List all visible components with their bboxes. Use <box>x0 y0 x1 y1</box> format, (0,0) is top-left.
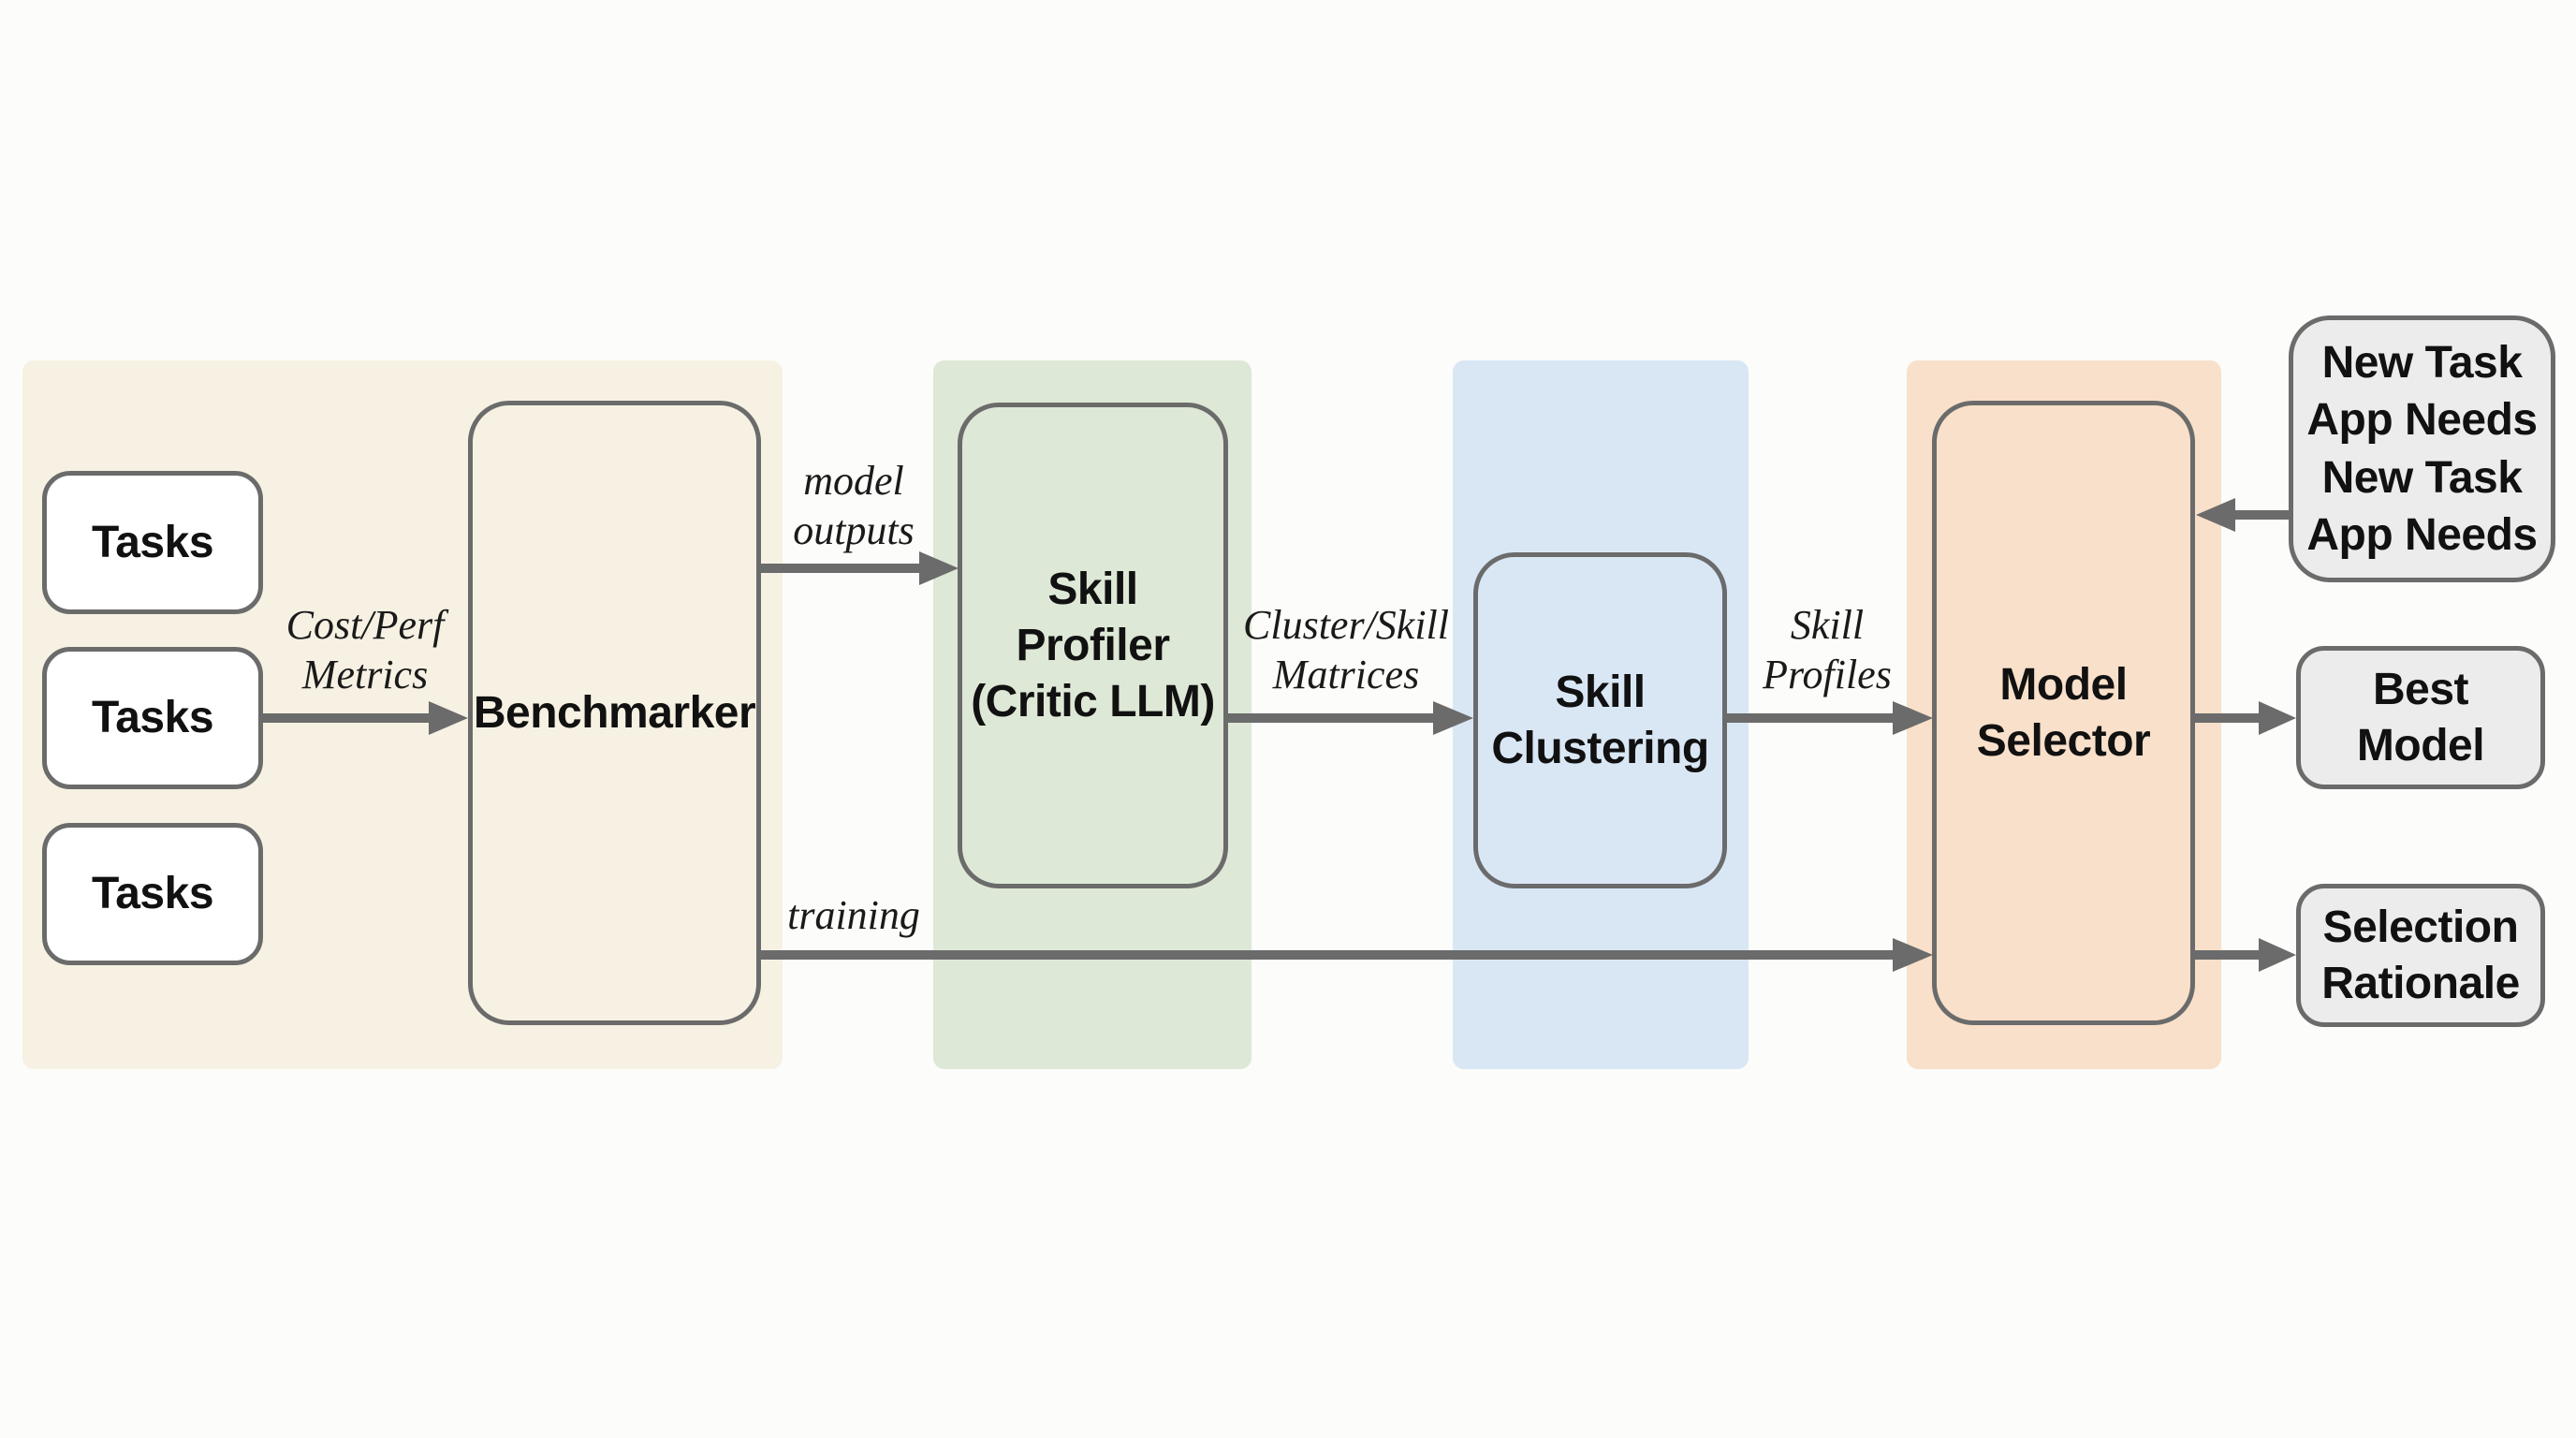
edge-label-model-outputs: model outputs <box>760 457 947 556</box>
edge-label-line: Matrices <box>1272 651 1420 697</box>
skill-clustering-node: Skill Clustering <box>1473 552 1727 888</box>
new-task-line-4: App Needs <box>2306 509 2538 560</box>
tasks-label: Tasks <box>91 693 214 742</box>
edge-label-line: training <box>787 892 920 938</box>
benchmarker-node: Benchmarker <box>468 401 761 1025</box>
new-task-line-2: App Needs <box>2306 395 2538 446</box>
model-selector-line-2: Selector <box>1976 715 2151 766</box>
edge-cluster-skill <box>1227 701 1473 735</box>
edge-label-line: Metrics <box>301 651 429 697</box>
edge-label-line: Skill <box>1790 602 1865 648</box>
benchmarker-label: Benchmarker <box>473 687 756 738</box>
best-model-line-2: Model <box>2356 720 2485 770</box>
skill-clustering-line-1: Skill <box>1555 667 1646 717</box>
skill-profiler-line-3: (Critic LLM) <box>971 676 1215 726</box>
edge-label-cluster-skill: Cluster/Skill Matrices <box>1228 601 1464 700</box>
edge-label-cost-perf: Cost/Perf Metrics <box>271 601 459 700</box>
edge-label-line: Profiles <box>1763 651 1892 697</box>
new-task-node: New Task App Needs New Task App Needs <box>2289 315 2555 582</box>
new-task-line-1: New Task <box>2321 337 2523 388</box>
tasks-node-1: Tasks <box>42 471 263 614</box>
best-model-node: Best Model <box>2296 646 2545 789</box>
best-model-line-1: Best <box>2372 664 2469 714</box>
edge-label-line: outputs <box>793 506 915 553</box>
tasks-label: Tasks <box>91 517 214 567</box>
edge-label-line: Cluster/Skill <box>1243 602 1449 648</box>
skill-clustering-line-2: Clustering <box>1491 723 1709 773</box>
edge-model-outputs <box>760 551 959 585</box>
edge-label-training: training <box>760 891 947 941</box>
new-task-line-3: New Task <box>2321 452 2523 503</box>
edge-label-skill-profiles: Skill Profiles <box>1734 601 1921 700</box>
selection-rationale-line-2: Rationale <box>2321 958 2520 1008</box>
skill-profiler-line-1: Skill <box>1047 564 1138 614</box>
model-selector-line-1: Model <box>1999 659 2128 710</box>
selection-rationale-line-1: Selection <box>2322 902 2519 952</box>
tasks-node-3: Tasks <box>42 823 263 965</box>
skill-profiler-line-2: Profiler <box>1016 620 1170 670</box>
edge-skill-profiles <box>1726 701 1933 735</box>
tasks-label: Tasks <box>91 869 214 918</box>
model-selector-node: Model Selector <box>1932 401 2195 1025</box>
tasks-node-2: Tasks <box>42 647 263 789</box>
edge-label-line: Cost/Perf <box>285 602 445 648</box>
skill-profiler-node: Skill Profiler (Critic LLM) <box>958 403 1228 888</box>
edge-label-line: model <box>803 458 904 504</box>
selection-rationale-node: Selection Rationale <box>2296 884 2545 1027</box>
